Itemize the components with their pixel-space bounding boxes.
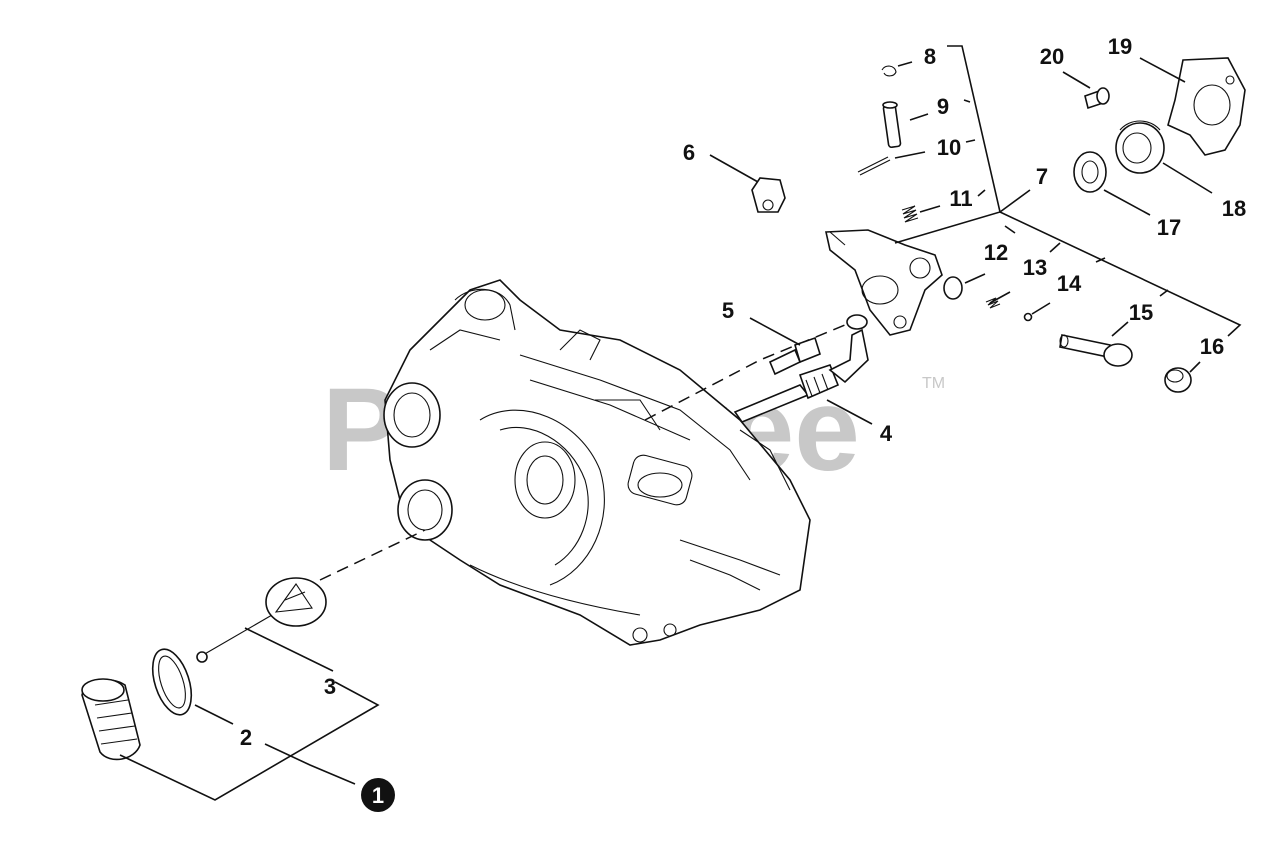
spring-part: [901, 205, 919, 223]
leader-lines: [119, 45, 1242, 801]
ball-part: [1023, 312, 1033, 322]
bolt-part: [1084, 87, 1110, 110]
callout-2[interactable]: 2: [240, 725, 252, 750]
strainer-part: [196, 577, 327, 663]
clamp-part: [751, 177, 786, 213]
nozzle-part: [768, 336, 821, 376]
callout-11[interactable]: 11: [949, 186, 972, 211]
callout-17[interactable]: 17: [1157, 215, 1181, 240]
bushing-part: [1115, 120, 1165, 174]
adjusting-screw-part: [1059, 334, 1133, 367]
crankcase-housing: [383, 279, 811, 646]
oil-cap-part: [81, 678, 141, 761]
alignment-lines: [319, 324, 846, 581]
callout-labels: 1 2 3 4 5 6 7 8 9 10 11 12 13 14 15 16 1…: [240, 34, 1246, 812]
oil-pump-part: [825, 229, 943, 336]
callout-4[interactable]: 4: [880, 421, 893, 446]
callout-7[interactable]: 7: [1036, 164, 1048, 189]
watermark-trademark: TM: [922, 375, 945, 392]
cap-nut-part: [1164, 367, 1192, 393]
callout-18[interactable]: 18: [1222, 196, 1246, 221]
callout-3[interactable]: 3: [324, 674, 336, 699]
callout-6[interactable]: 6: [683, 140, 695, 165]
washer-part: [1073, 151, 1107, 193]
callout-10[interactable]: 10: [937, 135, 961, 160]
kit-badge: [361, 778, 395, 812]
small-spring-part: [985, 297, 1001, 309]
callout-19[interactable]: 19: [1108, 34, 1132, 59]
callout-16[interactable]: 16: [1200, 334, 1224, 359]
oil-hose-part: [733, 314, 869, 423]
callout-12[interactable]: 12: [984, 240, 1008, 265]
callout-13[interactable]: 13: [1023, 255, 1047, 280]
callout-5[interactable]: 5: [722, 298, 734, 323]
gasket-ring-part: [151, 648, 193, 716]
split-pin-part: [857, 156, 891, 176]
clip-part: [881, 65, 897, 77]
callout-15[interactable]: 15: [1129, 300, 1153, 325]
cover-plate-part: [1167, 57, 1246, 156]
pin-part: [882, 101, 902, 149]
callout-8[interactable]: 8: [924, 44, 936, 69]
callout-1[interactable]: 1: [372, 783, 384, 808]
callout-14[interactable]: 14: [1057, 271, 1082, 296]
callout-9[interactable]: 9: [937, 94, 949, 119]
callout-20[interactable]: 20: [1040, 44, 1064, 69]
o-ring-part: [943, 276, 963, 300]
